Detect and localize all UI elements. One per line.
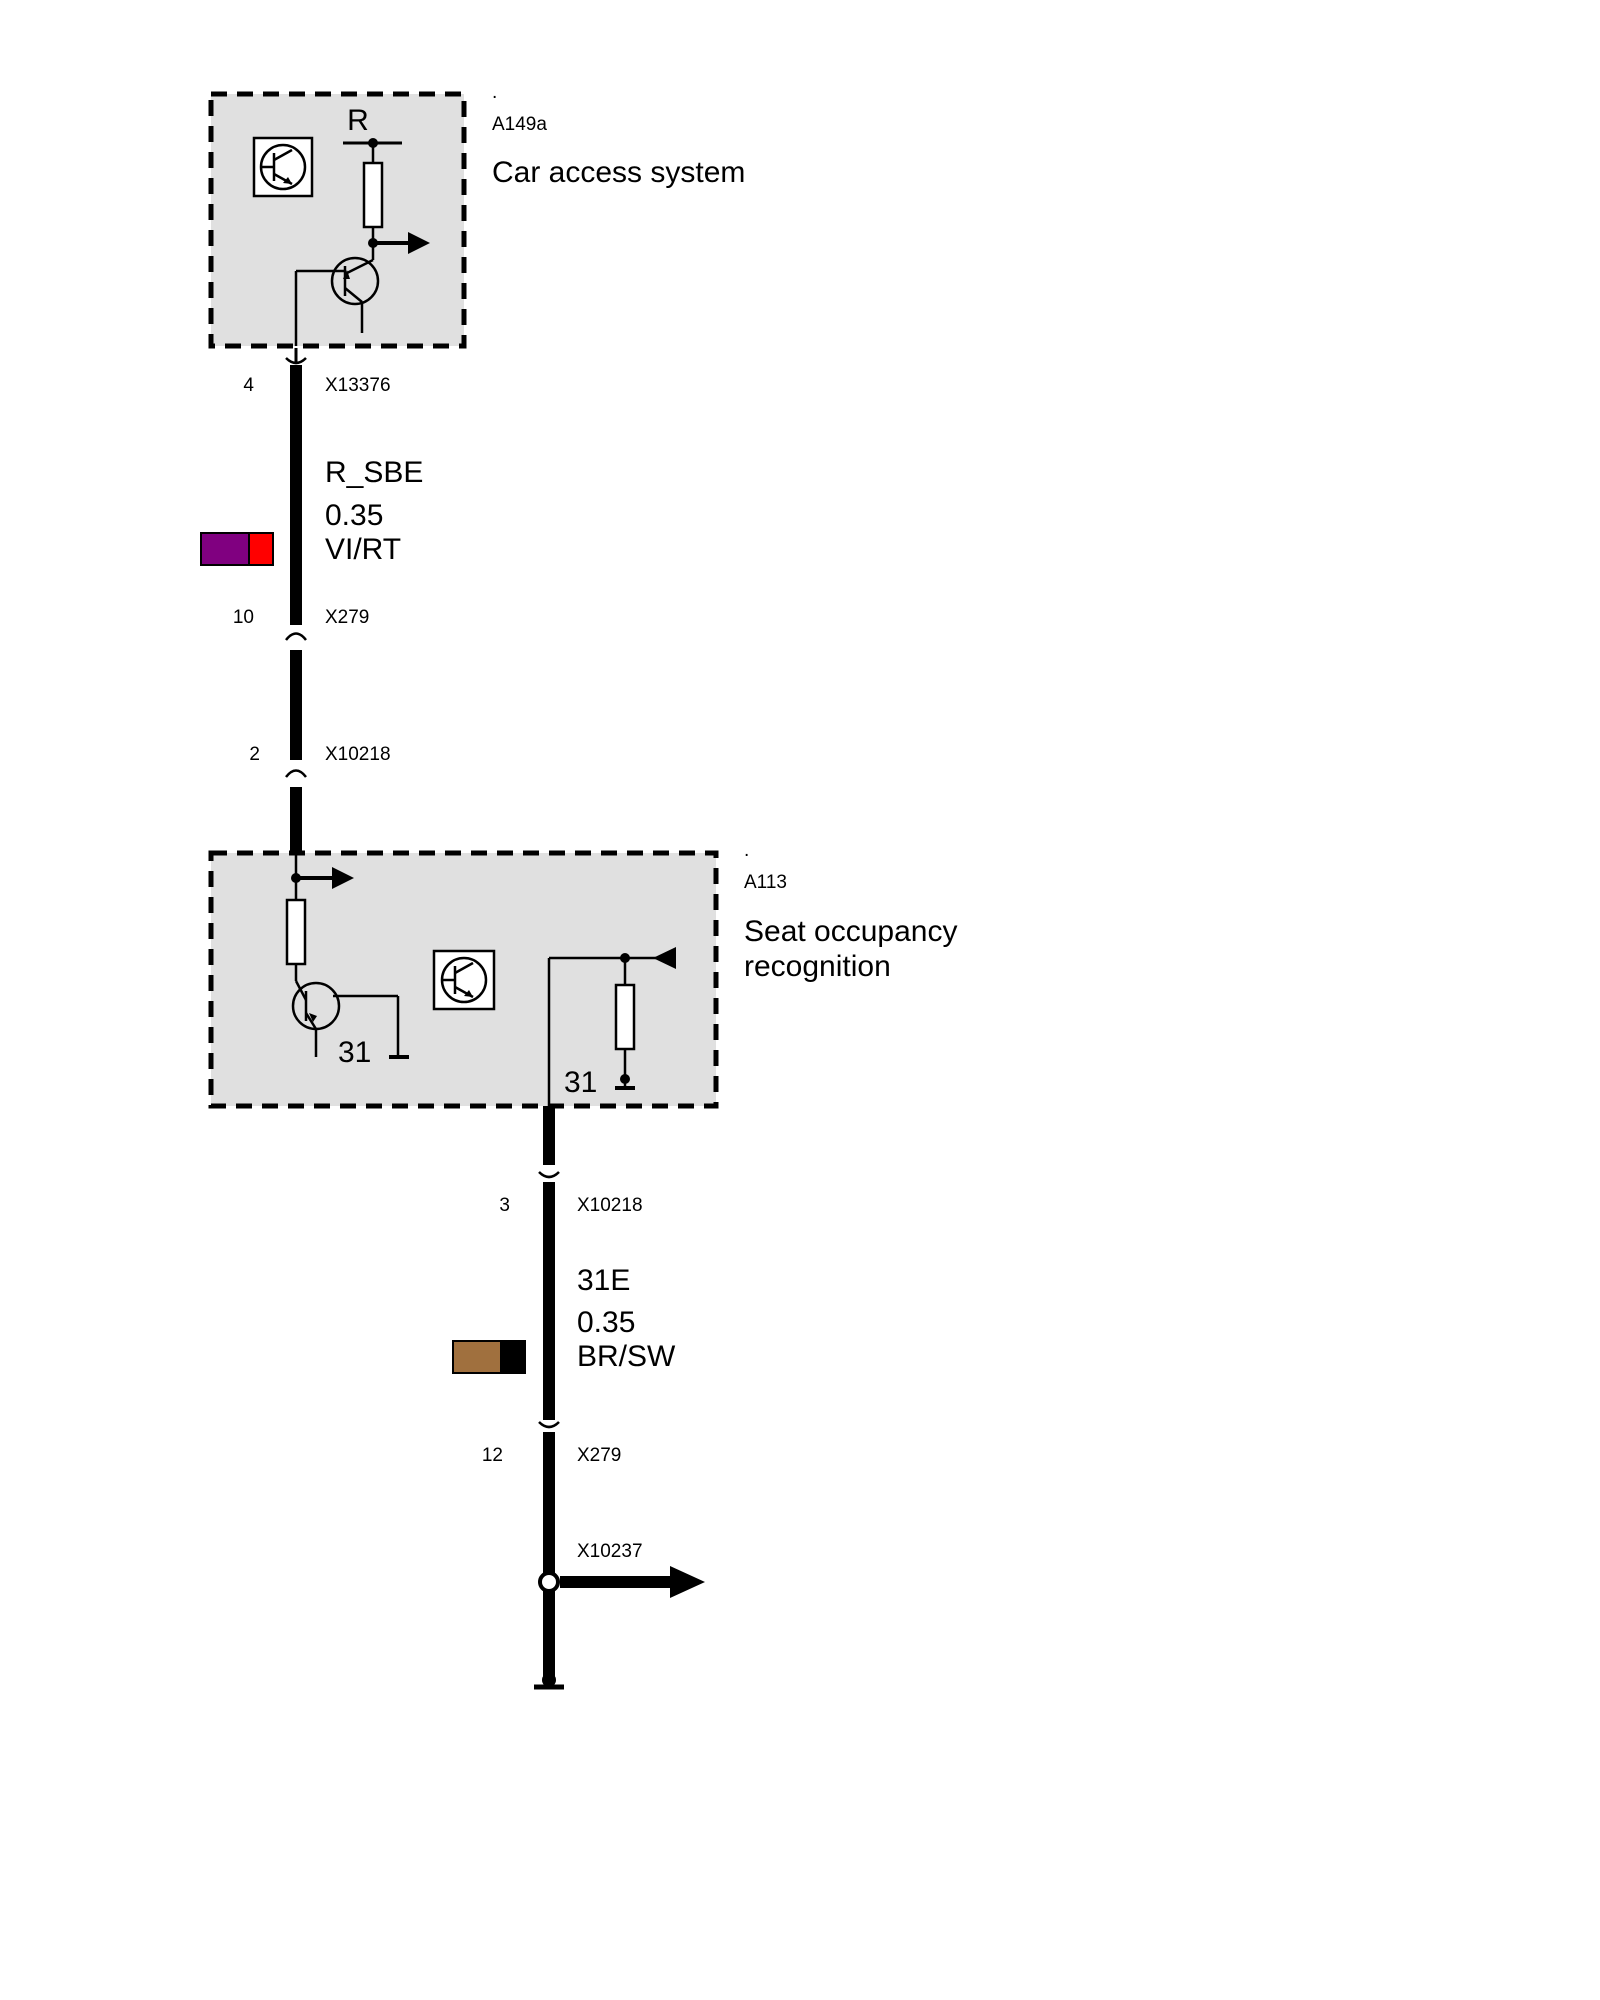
connector-name: X10218 <box>325 744 391 765</box>
resistor <box>362 161 384 229</box>
ground-icon <box>534 1673 564 1690</box>
wire-31e <box>534 1106 705 1690</box>
pin-number: 4 <box>243 375 254 396</box>
connector-symbol <box>285 357 307 365</box>
connector-name: X279 <box>325 607 369 628</box>
supply-label-r: R <box>347 104 369 137</box>
component-seat-occupancy-recognition: 31 31 . A113 Seat occupancy recognition <box>208 840 957 1109</box>
wire-gauge: 0.35 <box>325 499 383 532</box>
wire-r-sbe <box>285 348 307 852</box>
connector-name: X13376 <box>325 375 391 396</box>
transistor-icon <box>291 980 409 1059</box>
component-car-access-system: R . A149a Car access system <box>208 82 745 349</box>
control-unit-icon <box>252 136 314 198</box>
component-box-a149a <box>208 91 467 349</box>
wire-gauge: 0.35 <box>577 1306 635 1339</box>
pin-number: 10 <box>233 607 254 628</box>
wire-signal-name: R_SBE <box>325 456 423 489</box>
connector-symbol <box>538 1171 560 1179</box>
pin-number: 2 <box>249 744 260 765</box>
component-id-a113: A113 <box>744 872 787 893</box>
output-arrow-icon <box>332 867 354 889</box>
input-arrow-icon <box>653 947 676 969</box>
splice-name: X10237 <box>577 1541 643 1562</box>
connector-symbol <box>285 632 307 641</box>
resistor <box>285 898 307 966</box>
output-arrow-icon <box>670 1566 705 1598</box>
component-name: Seat occupancy <box>744 915 957 948</box>
wire-color-code: BR/SW <box>577 1340 676 1373</box>
output-arrow-icon <box>408 232 430 254</box>
connector-symbol <box>538 1421 560 1429</box>
pin-number: 3 <box>499 1195 510 1216</box>
connector-symbol <box>285 769 307 778</box>
component-name: Car access system <box>492 156 745 189</box>
ground-label-31: 31 <box>564 1066 597 1099</box>
component-id-a149a: A149a <box>492 114 547 135</box>
splice-point <box>538 1571 560 1593</box>
wire-color-code: VI/RT <box>325 533 401 566</box>
wire-signal-name: 31E <box>577 1264 630 1297</box>
transistor-icon <box>294 256 380 346</box>
connector-name: X279 <box>577 1445 621 1466</box>
connector-name: X10218 <box>577 1195 643 1216</box>
control-unit-icon <box>432 949 496 1011</box>
component-dot: . <box>744 840 749 861</box>
component-dot: . <box>492 82 497 103</box>
wire-color-swatch <box>200 532 274 566</box>
resistor <box>614 983 636 1051</box>
wire-color-swatch <box>452 1340 526 1374</box>
ground-label-31: 31 <box>338 1036 371 1069</box>
component-name: recognition <box>744 950 891 983</box>
pin-number: 12 <box>482 1445 503 1466</box>
